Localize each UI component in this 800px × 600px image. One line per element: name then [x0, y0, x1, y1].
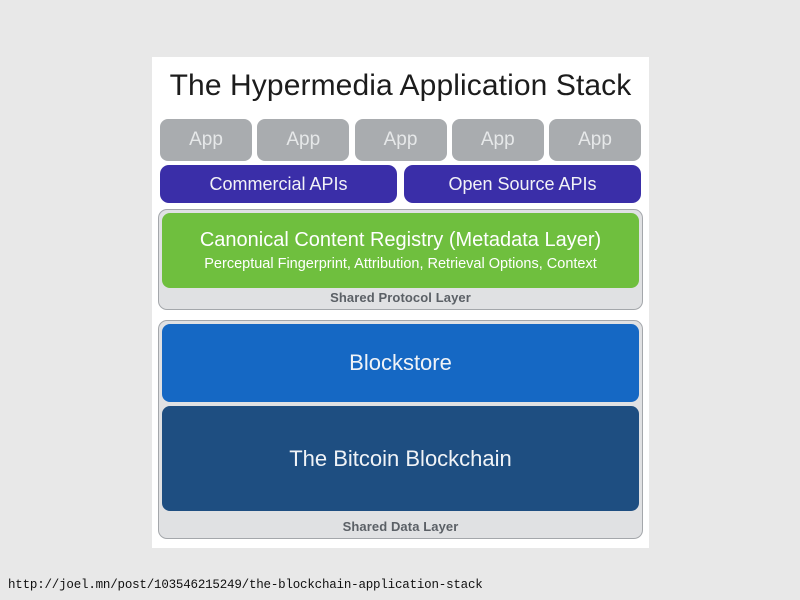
slide-card: The Hypermedia Application Stack App App…: [152, 57, 649, 548]
shared-data-layer-caption: Shared Data Layer: [342, 519, 459, 534]
source-url[interactable]: http://joel.mn/post/103546215249/the-blo…: [8, 578, 483, 592]
app-chip-label: App: [286, 129, 321, 150]
app-chip-label: App: [383, 129, 418, 150]
api-bar-label: Open Source APIs: [448, 173, 597, 194]
api-bar-open-source[interactable]: Open Source APIs: [404, 165, 641, 203]
app-row: App App App App App: [160, 119, 641, 161]
app-chip-5[interactable]: App: [549, 119, 641, 161]
canonical-content-registry-block[interactable]: Canonical Content Registry (Metadata Lay…: [162, 213, 639, 288]
registry-title: Canonical Content Registry (Metadata Lay…: [199, 229, 602, 251]
bitcoin-blockchain-label: The Bitcoin Blockchain: [289, 445, 512, 471]
app-chip-4[interactable]: App: [451, 119, 544, 161]
shared-protocol-layer-group: Canonical Content Registry (Metadata Lay…: [158, 209, 643, 310]
api-bar-label: Commercial APIs: [209, 173, 348, 194]
app-chip-1[interactable]: App: [160, 119, 252, 161]
app-chip-2[interactable]: App: [257, 119, 350, 161]
page-title: The Hypermedia Application Stack: [169, 69, 632, 102]
bitcoin-blockchain-block[interactable]: The Bitcoin Blockchain: [162, 406, 639, 511]
app-chip-label: App: [480, 129, 515, 150]
blockstore-label: Blockstore: [349, 350, 452, 375]
blockstore-block[interactable]: Blockstore: [162, 324, 639, 402]
app-chip-3[interactable]: App: [354, 119, 447, 161]
api-bar-commercial[interactable]: Commercial APIs: [160, 165, 397, 203]
app-chip-label: App: [189, 129, 223, 150]
app-chip-label: App: [578, 129, 612, 150]
api-row: Commercial APIs Open Source APIs: [160, 165, 641, 203]
shared-protocol-layer-caption: Shared Protocol Layer: [330, 290, 471, 305]
registry-subtitle: Perceptual Fingerprint, Attribution, Ret…: [204, 256, 597, 272]
shared-data-layer-group: Blockstore The Bitcoin Blockchain Shared…: [158, 320, 643, 539]
